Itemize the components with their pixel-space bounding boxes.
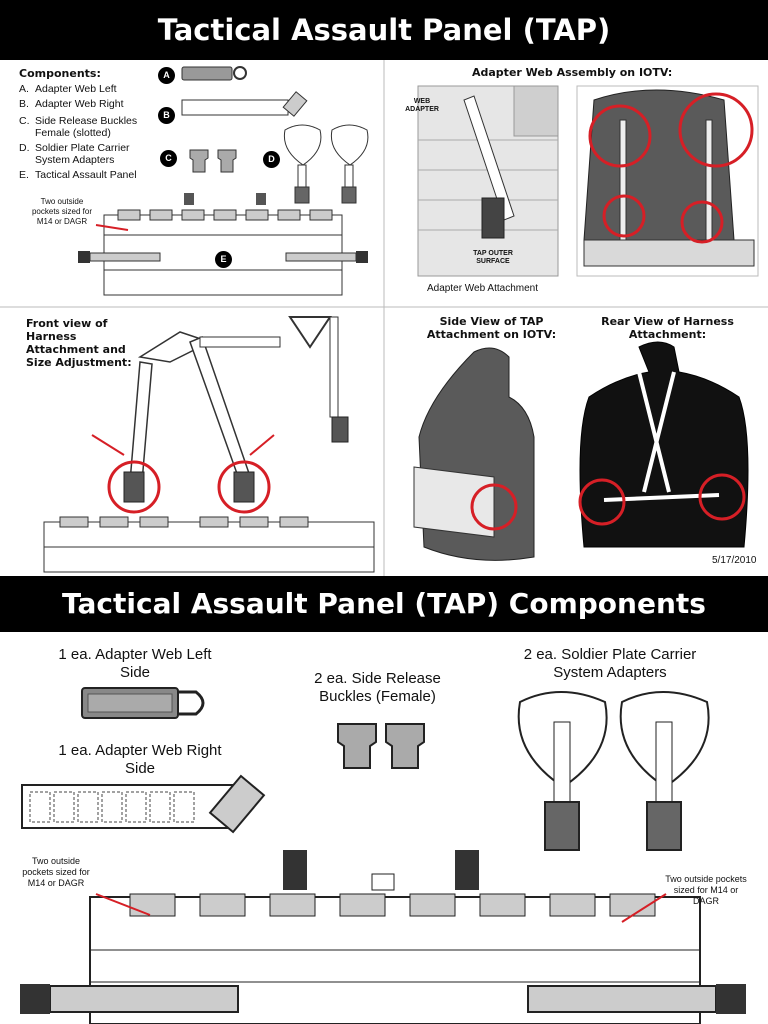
web-adapter-label: WEB ADAPTER [405,98,439,113]
buckles-label: 2 ea. Side Release Buckles (Female) [314,670,441,705]
list-item: B.Adapter Web Right [19,98,124,110]
side-view-title: Side View of TAP Attachment on IOTV: [426,315,557,341]
badge-a: A [158,67,175,84]
side-rear-illustration [413,341,749,561]
components-heading: Components: [19,67,101,80]
badge-e: E [215,251,232,268]
adapter-right-label: 1 ea. Adapter Web Right Side [58,742,222,777]
spcs-label: 2 ea. Soldier Plate Carrier System Adapt… [523,646,697,681]
adapter-web-illustration [417,85,759,277]
adapter-web-caption: Adapter Web Attachment [427,283,538,294]
components-banner: Tactical Assault Panel (TAP) Components [0,576,768,632]
harness-front-title: Front view of Harness Attachment and Siz… [26,317,132,369]
badge-b: B [158,107,175,124]
badge-c: C [160,150,177,167]
title-banner: Tactical Assault Panel (TAP) [0,0,768,60]
tap-outer-label: TAP OUTER SURFACE [473,250,513,265]
harness-front-illustration [43,316,375,573]
pocket-note-right: Two outside pockets sized for M14 or DAG… [665,874,747,906]
list-item: D.Soldier Plate Carrier System Adapters [19,141,130,166]
components-list: Components: A.Adapter Web Left B.Adapter… [19,66,147,183]
pocket-note-top: Two outside pockets sized for M14 or DAG… [31,197,93,226]
date-label: 5/17/2010 [712,555,757,566]
badge-d: D [263,151,280,168]
list-item: C.Side Release Buckles Female (slotted) [19,114,138,139]
rear-view-title: Rear View of Harness Attachment: [601,315,734,341]
adapter-assembly-title: Adapter Web Assembly on IOTV: [472,66,673,79]
pocket-note-left: Two outside pockets sized for M14 or DAG… [22,856,90,888]
component-illustrations [78,66,369,296]
parts-illustration [20,687,746,1024]
adapter-left-label: 1 ea. Adapter Web Left Side [58,646,212,681]
list-item: E.Tactical Assault Panel [19,168,137,181]
list-item: A.Adapter Web Left [19,82,117,95]
panel-grid [0,60,768,576]
